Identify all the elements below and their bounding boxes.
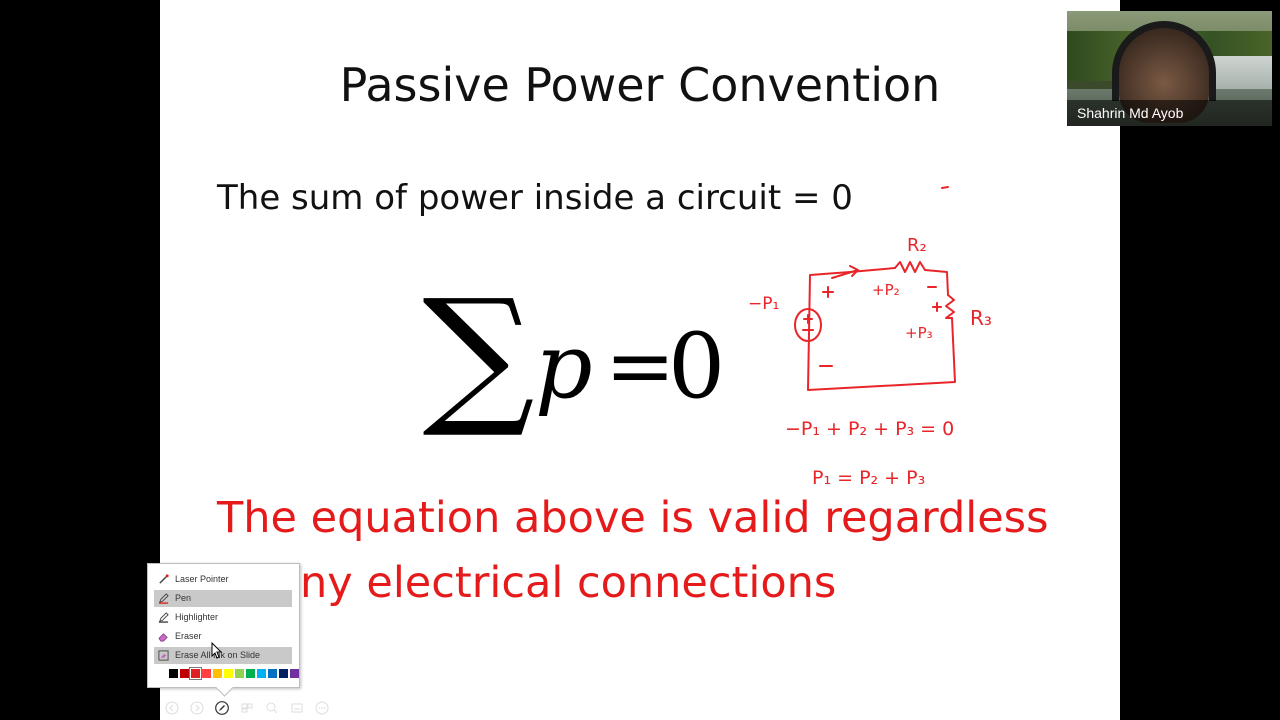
webcam-headset: [1112, 21, 1216, 101]
ink-label-plus-p2: +P₂: [872, 281, 900, 299]
equals-sign: =: [605, 317, 676, 415]
eraser-icon: [158, 633, 168, 642]
next-icon: [190, 701, 204, 715]
slideshow-toolbar: [162, 698, 332, 718]
ink-voltage-source: [794, 308, 822, 342]
pen-tool-icon: [215, 701, 229, 715]
menu-item-pen[interactable]: Pen: [154, 590, 292, 607]
mouse-cursor-icon: [211, 642, 223, 659]
equation-variable: p: [535, 314, 593, 419]
slide-title: Passive Power Convention: [339, 58, 941, 112]
see-all-slides-icon: [241, 703, 253, 713]
pen-tool-button[interactable]: [212, 698, 232, 718]
menu-item-label: Eraser: [175, 631, 202, 641]
color-swatch[interactable]: [279, 669, 288, 678]
menu-item-label: Pen: [175, 593, 192, 603]
menu-item-erase-all-ink[interactable]: Erase All Ink on Slide: [154, 647, 292, 664]
color-swatch[interactable]: [202, 669, 211, 678]
ink-equation-2: P₁ = P₂ + P₃: [812, 467, 925, 489]
equation-rhs: 0: [668, 314, 726, 419]
menu-item-label: Laser Pointer: [175, 574, 229, 584]
laser-pointer-icon: [159, 574, 169, 584]
ink-annotations: R₂ R₃ −P₁ +P₂ +P₃ −P₁ + P₂ + P₃ = 0 P₁ =…: [748, 186, 992, 489]
color-swatch[interactable]: [189, 667, 202, 680]
sigma-symbol: ∑: [422, 268, 535, 442]
ink-resistor-r2: [894, 261, 926, 273]
presentation-slide: Passive Power Convention The sum of powe…: [160, 0, 1120, 720]
color-swatch[interactable]: [246, 669, 255, 678]
red-statement-line-1: The equation above is valid regardless: [217, 493, 1049, 543]
ink-color-palette: [169, 667, 299, 680]
zoom-button[interactable]: [262, 698, 282, 718]
color-swatch[interactable]: [169, 669, 178, 678]
color-swatch[interactable]: [235, 669, 244, 678]
webcam-video-feed: Shahrin Md Ayob: [1067, 11, 1272, 126]
summation-equation: ∑ p = 0: [422, 280, 755, 450]
erase-all-icon: [158, 650, 169, 661]
previous-icon: [165, 701, 179, 715]
ink-current-arrow: [831, 265, 859, 279]
menu-item-label: Highlighter: [175, 612, 219, 622]
previous-slide-button[interactable]: [162, 698, 182, 718]
more-options-icon: [315, 701, 329, 715]
pen-icon: [158, 593, 169, 604]
color-swatch[interactable]: [180, 669, 189, 678]
ink-resistor-r3: [945, 294, 955, 319]
highlighter-icon: [158, 612, 169, 623]
zoom-icon: [266, 702, 278, 714]
ink-equation-1: −P₁ + P₂ + P₃ = 0: [785, 418, 954, 440]
ink-label-r3: R₃: [970, 306, 992, 330]
menu-item-laser-pointer[interactable]: Laser Pointer: [154, 571, 292, 588]
more-options-button[interactable]: [312, 698, 332, 718]
ink-label-r2: R₂: [907, 235, 927, 256]
pen-options-menu: Laser Pointer Pen Highlighter Eraser Era…: [147, 563, 300, 697]
slide-text-line: The sum of power inside a circuit = 0: [217, 178, 853, 218]
ink-label-plus-p3: +P₃: [905, 324, 933, 342]
color-swatch[interactable]: [213, 669, 222, 678]
next-slide-button[interactable]: [187, 698, 207, 718]
menu-item-highlighter[interactable]: Highlighter: [154, 609, 292, 626]
red-statement-line-2: ny electrical connections: [300, 558, 837, 608]
color-swatch[interactable]: [268, 669, 277, 678]
menu-item-eraser[interactable]: Eraser: [154, 628, 292, 645]
color-swatch[interactable]: [224, 669, 233, 678]
color-swatch[interactable]: [290, 669, 299, 678]
subtitles-button[interactable]: [287, 698, 307, 718]
participant-name: Shahrin Md Ayob: [1067, 100, 1272, 126]
see-all-slides-button[interactable]: [237, 698, 257, 718]
color-swatch[interactable]: [257, 669, 266, 678]
subtitles-icon: [291, 703, 303, 713]
ink-label-neg-p1: −P₁: [748, 294, 779, 314]
